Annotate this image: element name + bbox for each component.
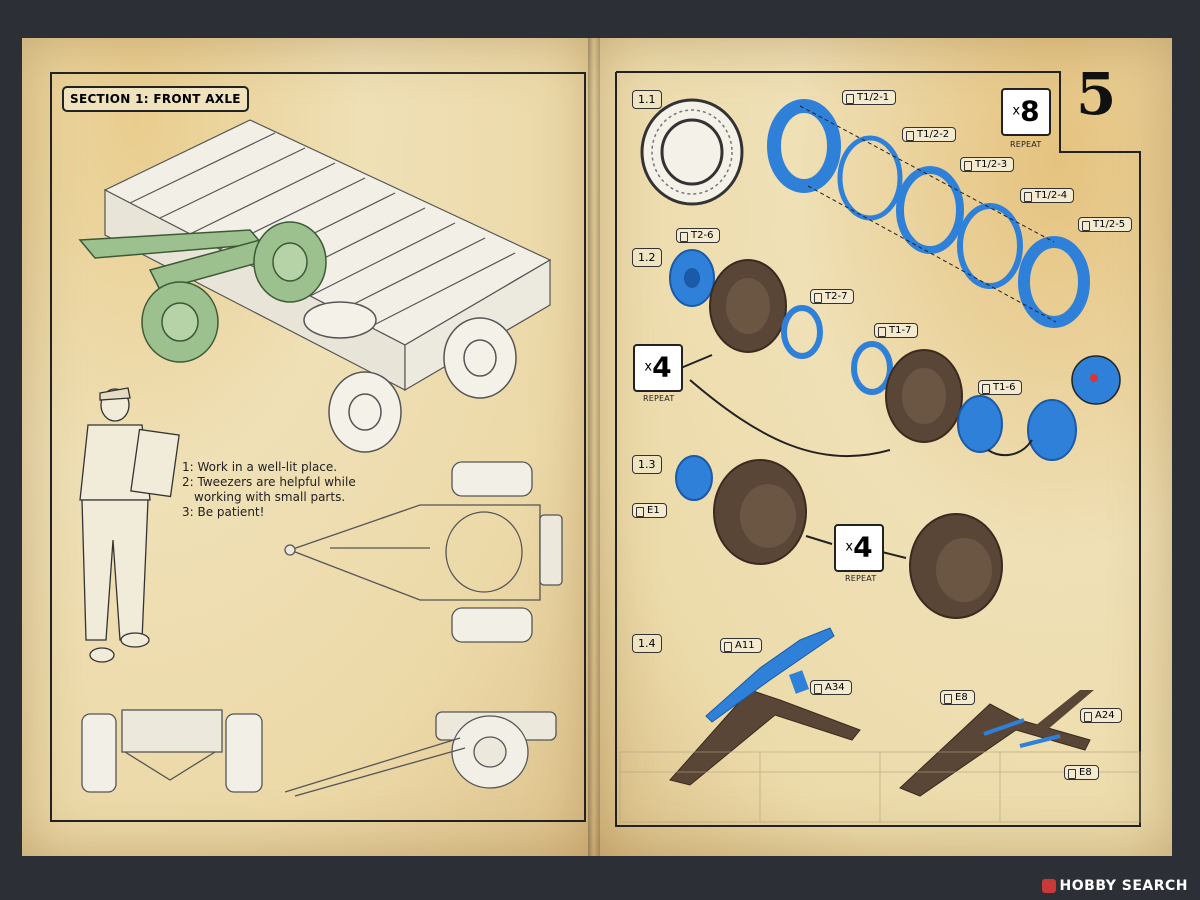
trailer-side-view xyxy=(284,711,557,797)
part-tag-a24: A24 xyxy=(1080,708,1122,723)
faded-blueprint-background xyxy=(619,751,1141,823)
part-tag-e1: E1 xyxy=(632,503,667,518)
part-tag-t2-6: T2-6 xyxy=(676,228,721,243)
repeat-label: REPEAT xyxy=(1010,140,1042,149)
step-label-1-2: 1.2 xyxy=(632,248,662,267)
assembly-notes: 1: Work in a well-lit place. 2: Tweezers… xyxy=(182,460,356,520)
trailer-front-view xyxy=(81,709,263,793)
part-tag-a34: A34 xyxy=(810,680,852,695)
step-label-1-4: 1.4 xyxy=(632,634,662,653)
part-tag-e8-a: E8 xyxy=(940,690,975,705)
watermark: HOBBY SEARCH xyxy=(1041,878,1188,894)
hobby-search-logo-icon xyxy=(1041,879,1056,893)
step-label-1-1: 1.1 xyxy=(632,90,662,109)
part-tag-t1-6: T1-6 xyxy=(978,380,1023,395)
drawbar-assembly-1-4 xyxy=(669,627,1094,797)
repeat-x8-badge: x8 xyxy=(1001,88,1051,136)
watermark-text: HOBBY SEARCH xyxy=(1059,878,1188,894)
front-axle-green xyxy=(78,221,327,363)
note-2-continued: working with small parts. xyxy=(194,490,346,504)
multiplier-x: x xyxy=(644,359,653,375)
booklet-spine xyxy=(588,38,600,856)
repeat-label: REPEAT xyxy=(845,574,877,583)
note-2: 2: Tweezers are helpful while xyxy=(182,475,356,489)
note-1: 1: Work in a well-lit place. xyxy=(182,460,338,474)
rear-wheels xyxy=(303,301,517,453)
soldier-figure xyxy=(79,387,180,663)
part-tag-t12-4: T1/2-4 xyxy=(1020,188,1075,203)
left-page-frame xyxy=(50,72,586,822)
multiplier-count: 4 xyxy=(652,350,672,384)
repeat-x4-badge-b: x4 xyxy=(834,524,884,572)
wheel-assembly-1-2 xyxy=(669,249,1121,461)
part-tag-t12-5: T1/2-5 xyxy=(1078,217,1133,232)
multiplier-count: 4 xyxy=(853,530,873,564)
step-label-1-3: 1.3 xyxy=(632,455,662,474)
part-tag-t2-7: T2-7 xyxy=(810,289,855,304)
part-tag-t12-3: T1/2-3 xyxy=(960,157,1015,172)
part-tag-t12-1: T1/2-1 xyxy=(842,90,897,105)
page-number: 5 xyxy=(1076,60,1117,128)
note-3: 3: Be patient! xyxy=(182,505,265,519)
multiplier-count: 8 xyxy=(1020,94,1040,128)
repeat-label: REPEAT xyxy=(643,394,675,403)
multiplier-x: x xyxy=(1012,103,1021,119)
part-tag-a11: A11 xyxy=(720,638,762,653)
part-tag-t12-2: T1/2-2 xyxy=(902,127,957,142)
chassis-top-view xyxy=(284,461,563,643)
tire-rings-exploded xyxy=(767,99,1090,328)
tire-complete-1-1 xyxy=(640,98,744,206)
part-tag-t1-7: T1-7 xyxy=(874,323,919,338)
part-tag-e8-b: E8 xyxy=(1064,765,1099,780)
section-title: SECTION 1: FRONT AXLE xyxy=(62,86,249,112)
repeat-x4-badge-a: x4 xyxy=(633,344,683,392)
multiplier-x: x xyxy=(845,539,854,555)
wheel-assembly-1-3 xyxy=(675,455,1003,619)
